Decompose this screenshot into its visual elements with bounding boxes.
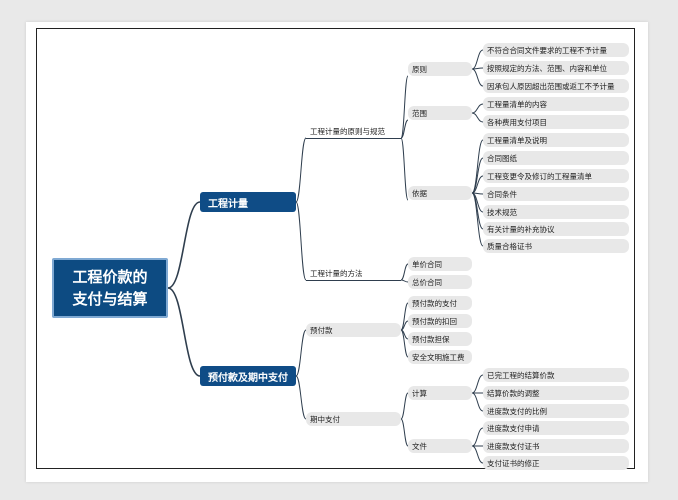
connector-line (471, 103, 484, 114)
branch-gongcheng-jiliang[interactable]: 工程计量 (200, 192, 296, 212)
node-wenjian[interactable]: 文件 (408, 439, 472, 453)
connector-line (295, 137, 307, 203)
leaf-item[interactable]: 预付款的扣回 (408, 314, 472, 328)
connector-line (400, 75, 409, 139)
connector-line (471, 175, 484, 194)
leaf-item[interactable]: 因承包人原因超出范围或返工不予计量 (483, 79, 629, 93)
connector-line (400, 392, 409, 420)
connector-line (400, 418, 409, 447)
node-qizhong-zhifu[interactable]: 期中支付 (306, 412, 401, 426)
leaf-item[interactable]: 质量合格证书 (483, 239, 629, 253)
leaf-item[interactable]: 进度款支付申请 (483, 421, 629, 435)
leaf-item[interactable]: 已完工程的结算价款 (483, 368, 629, 382)
connector-line (471, 68, 484, 87)
connector-line (471, 49, 484, 70)
leaf-item[interactable]: 按照规定的方法、范围、内容和单位 (483, 61, 629, 75)
leaf-item[interactable]: 各种费用支付项目 (483, 115, 629, 129)
leaf-item[interactable]: 有关计量的补充协议 (483, 222, 629, 236)
connector-line (400, 263, 409, 281)
connector-line (471, 112, 484, 123)
connector-line (471, 392, 484, 412)
leaf-item[interactable]: 工程量清单及说明 (483, 133, 629, 147)
connector-line (400, 329, 409, 358)
node-jiliang-fangfa[interactable]: 工程计量的方法 (310, 268, 363, 278)
node-jiliang-yuanze-guifan[interactable]: 工程计量的原则与规范 (310, 126, 385, 136)
leaf-item[interactable]: 技术规范 (483, 205, 629, 219)
connector-line (167, 287, 201, 377)
connector-line (471, 427, 484, 447)
leaf-item[interactable]: 单价合同 (408, 257, 472, 271)
root-node[interactable]: 工程价款的支付与结算 (52, 258, 168, 318)
leaf-item[interactable]: 合同条件 (483, 187, 629, 201)
connector-line (400, 137, 409, 201)
leaf-item[interactable]: 合同图纸 (483, 151, 629, 165)
leaf-item[interactable]: 不符合合同文件要求的工程不予计量 (483, 43, 629, 57)
leaf-item[interactable]: 结算价款的调整 (483, 386, 629, 400)
connector-line (295, 375, 307, 420)
node-jisuan[interactable]: 计算 (408, 386, 472, 400)
leaf-item[interactable]: 进度款支付的比例 (483, 404, 629, 418)
connector-line (295, 329, 307, 377)
connector-line (471, 374, 484, 394)
connector-line (400, 119, 409, 139)
node-yiju[interactable]: 依据 (408, 186, 472, 200)
leaf-item[interactable]: 总价合同 (408, 275, 472, 289)
leaf-item[interactable]: 工程变更令及修订的工程量清单 (483, 169, 629, 183)
node-fanwei[interactable]: 范围 (408, 106, 472, 120)
node-yufukuan[interactable]: 预付款 (306, 323, 401, 337)
connector-line (167, 201, 201, 289)
connector-line (471, 192, 484, 247)
leaf-item[interactable]: 安全文明施工费 (408, 350, 472, 364)
leaf-item[interactable]: 进度款支付证书 (483, 439, 629, 453)
connector-line (295, 201, 307, 281)
leaf-item[interactable]: 支付证书的修正 (483, 456, 629, 470)
leaf-item[interactable]: 预付款担保 (408, 332, 472, 346)
connector-line (471, 445, 484, 464)
connector-line (400, 279, 409, 283)
branch-yufukuan-qizhong-zhifu[interactable]: 预付款及期中支付 (200, 366, 296, 386)
leaf-item[interactable]: 预付款的支付 (408, 296, 472, 310)
leaf-item[interactable]: 工程量清单的内容 (483, 97, 629, 111)
node-yuanze[interactable]: 原则 (408, 62, 472, 76)
